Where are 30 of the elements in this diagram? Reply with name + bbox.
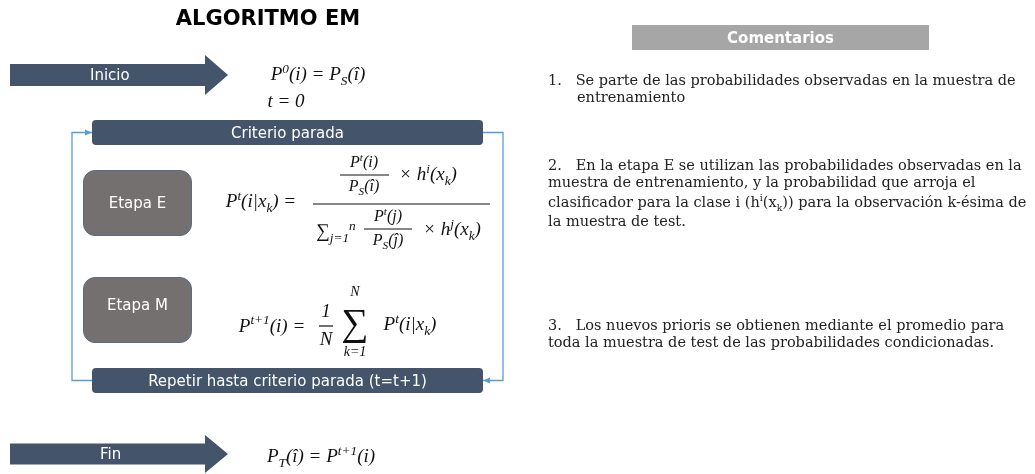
header-bar: Criterio parada bbox=[92, 120, 483, 145]
formula-text: P$^{t+1}$(i) = bbox=[238, 313, 306, 337]
formula-text: P$^{t}$(j) bbox=[374, 205, 402, 225]
formula-text: N bbox=[319, 328, 333, 350]
arrow-label: Inicio bbox=[90, 66, 130, 84]
step-box: Etapa E bbox=[83, 170, 192, 236]
comments-header: Comentarios bbox=[632, 25, 929, 50]
formula-text: × h$^{i}$(x$_{k}$) bbox=[399, 161, 457, 189]
diagram-title: ALGORITMO EM bbox=[175, 6, 361, 30]
comment-text: 3. Los nuevos prioris se obtienen mediante el promedio para toda la muestra de test de las probabilidades condicionadas. bbox=[548, 317, 1006, 352]
formula-text: P$^{t}$(i|x$_{k}$) bbox=[383, 311, 437, 339]
formula-text: × h$^{j}$(x$_{k}$) bbox=[423, 216, 481, 244]
formula-text: N bbox=[350, 284, 360, 300]
formula-text: P$^{t}$(i|x$_{k}$) = bbox=[225, 188, 297, 216]
footer-bar: Repetir hasta criterio parada (t=t+1) bbox=[92, 368, 483, 393]
formula-text: P$_{S}$(î) bbox=[348, 176, 380, 198]
loop-arrow bbox=[482, 131, 504, 384]
formula-text: P$^{t}$(i) bbox=[350, 151, 378, 171]
comment-text: 1. Se parte de las probabilidades observadas en la muestra de entrenamiento bbox=[548, 72, 1017, 107]
loop-arrow bbox=[71, 129, 93, 382]
formula-text: 1 bbox=[321, 300, 331, 322]
comment-text: 2. En la etapa E se utilizan las probabilidades observadas en la muestra de entrenamiento, y la probabilidad que arroja el clasificador para la clase i (h$^{i}$(x$_{k}$)) para la observación k-ésima de la muestra de test. bbox=[548, 157, 1028, 231]
formula-text: P$^{0}$(i) = P$_{S}$(î) bbox=[270, 61, 366, 89]
formula-text: ∑ bbox=[341, 303, 369, 341]
formula-text: P$_{T}$(î) = P$^{t+1}$(i) bbox=[266, 443, 376, 471]
arrow-label: Fin bbox=[100, 445, 122, 463]
formula-text: P$_{S}$(ĵ) bbox=[372, 230, 404, 252]
formula-text: k=1 bbox=[343, 344, 367, 360]
step-box: Etapa M bbox=[83, 277, 192, 343]
formula-text: t = 0 bbox=[267, 90, 305, 112]
